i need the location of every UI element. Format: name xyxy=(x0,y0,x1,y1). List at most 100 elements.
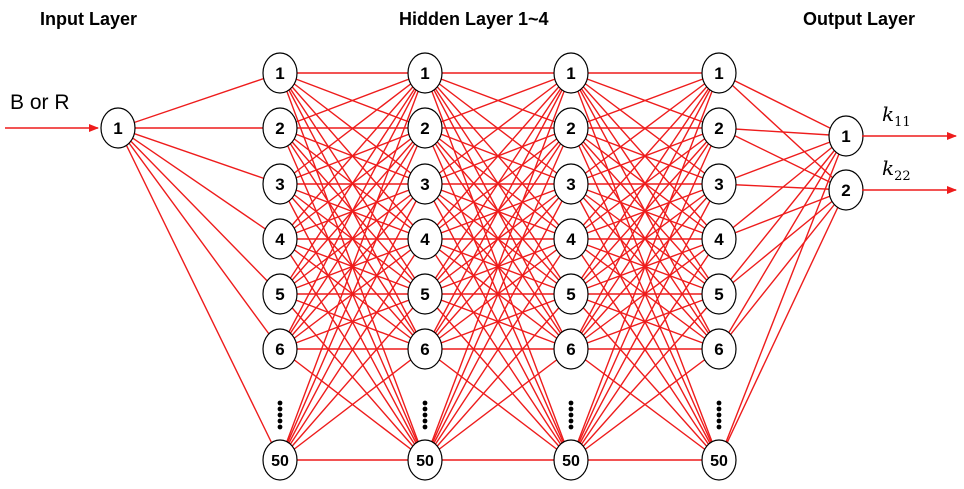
edge-hidden-to-output xyxy=(718,135,847,461)
hidden-node: 6 xyxy=(262,328,298,370)
edge-hidden-to-hidden xyxy=(570,72,720,240)
ellipsis-dot xyxy=(277,400,283,406)
hidden-node: 3 xyxy=(262,163,298,205)
node-circle xyxy=(553,52,589,94)
edge-hidden-to-hidden xyxy=(424,238,572,461)
node-circle xyxy=(701,273,737,315)
edge-hidden-to-hidden xyxy=(279,72,426,350)
node-circle xyxy=(407,218,443,260)
hidden-node: 3 xyxy=(701,163,737,205)
node-label: 2 xyxy=(275,119,284,138)
node-circle xyxy=(701,218,737,260)
hidden-node: 5 xyxy=(701,273,737,315)
edge-hidden-to-output xyxy=(718,135,847,295)
edge-hidden-to-output xyxy=(718,135,847,185)
hidden-node: 3 xyxy=(407,163,443,205)
node-label: 3 xyxy=(566,175,575,194)
node-circle xyxy=(553,328,589,370)
edge-hidden-to-hidden xyxy=(570,72,720,129)
edge-hidden-to-hidden xyxy=(279,72,426,295)
output-layer-title: Output Layer xyxy=(803,9,915,29)
edge-hidden-to-hidden xyxy=(424,348,572,461)
input-node: 1 xyxy=(100,107,136,149)
edge-hidden-to-output xyxy=(718,72,847,137)
ellipsis-dot xyxy=(422,400,428,406)
edge-input-to-h1 xyxy=(117,72,281,129)
hidden-node: 6 xyxy=(701,328,737,370)
node-circle xyxy=(553,439,589,481)
connection-edges xyxy=(117,72,847,461)
node-circle xyxy=(407,328,443,370)
edge-hidden-to-hidden xyxy=(279,127,426,350)
ellipsis-dot xyxy=(422,418,428,424)
ellipsis-dot xyxy=(277,406,283,412)
node-label: 50 xyxy=(271,453,289,470)
edge-hidden-to-output xyxy=(718,127,847,191)
edge-hidden-to-hidden xyxy=(570,72,720,350)
edge-hidden-to-hidden xyxy=(570,72,720,461)
ellipsis-dot xyxy=(277,424,283,430)
node-circle xyxy=(553,273,589,315)
edge-hidden-to-hidden xyxy=(424,293,572,461)
edge-hidden-to-hidden xyxy=(570,127,720,350)
node-ellipses xyxy=(277,400,722,430)
edge-hidden-to-output xyxy=(718,135,847,350)
edge-hidden-to-hidden xyxy=(570,348,720,461)
ellipsis-dot xyxy=(277,412,283,418)
hidden-node: 6 xyxy=(407,328,443,370)
node-label: 2 xyxy=(714,119,723,138)
edge-hidden-to-hidden xyxy=(570,127,720,461)
edge-hidden-to-hidden xyxy=(424,72,572,461)
hidden-node: 2 xyxy=(701,107,737,149)
node-label: 1 xyxy=(113,119,122,138)
node-label: 6 xyxy=(714,340,723,359)
node-label: 2 xyxy=(841,181,850,200)
node-label: 3 xyxy=(714,175,723,194)
edge-input-to-h1 xyxy=(117,127,281,295)
hidden-node: 1 xyxy=(262,52,298,94)
node-circle xyxy=(701,163,737,205)
node-circle xyxy=(407,107,443,149)
hidden-node: 6 xyxy=(553,328,589,370)
ellipsis-dot xyxy=(277,418,283,424)
node-label: 6 xyxy=(420,340,429,359)
edge-hidden-to-hidden xyxy=(279,183,426,461)
hidden-node: 2 xyxy=(553,107,589,149)
ellipsis-dot xyxy=(422,424,428,430)
ellipsis-dot xyxy=(568,406,574,412)
ellipsis-dot xyxy=(716,412,722,418)
edge-hidden-to-hidden xyxy=(279,293,426,461)
node-circle xyxy=(553,163,589,205)
edge-hidden-to-hidden xyxy=(570,72,720,295)
hidden-layer-title: Hidden Layer 1~4 xyxy=(399,9,549,29)
edge-hidden-to-hidden xyxy=(570,238,720,461)
node-label: 3 xyxy=(420,175,429,194)
node-label: 4 xyxy=(275,230,285,249)
node-label: 50 xyxy=(416,453,434,470)
edge-hidden-to-hidden xyxy=(424,72,572,295)
hidden-node: 4 xyxy=(262,218,298,260)
edge-hidden-to-hidden xyxy=(279,348,426,461)
ellipsis-dot xyxy=(716,424,722,430)
hidden-node: 50 xyxy=(407,439,443,481)
ellipsis-dot xyxy=(716,400,722,406)
ellipsis-dot xyxy=(568,412,574,418)
edge-hidden-to-hidden xyxy=(279,238,426,461)
ellipsis-dot xyxy=(568,400,574,406)
node-label: 1 xyxy=(714,64,723,83)
node-circle xyxy=(407,52,443,94)
edge-hidden-to-output xyxy=(718,189,847,461)
edge-input-to-h1 xyxy=(117,127,281,240)
edge-hidden-to-output xyxy=(718,189,847,350)
hidden-node: 5 xyxy=(553,273,589,315)
hidden-node: 2 xyxy=(407,107,443,149)
node-circle xyxy=(553,107,589,149)
node-circle xyxy=(701,107,737,149)
edge-hidden-to-hidden xyxy=(424,72,572,350)
node-circle xyxy=(553,218,589,260)
node-label: 5 xyxy=(566,285,575,304)
output-node: 1 xyxy=(828,115,864,157)
node-label: 1 xyxy=(841,127,850,146)
output-node: 2 xyxy=(828,169,864,211)
ellipsis-dot xyxy=(568,418,574,424)
